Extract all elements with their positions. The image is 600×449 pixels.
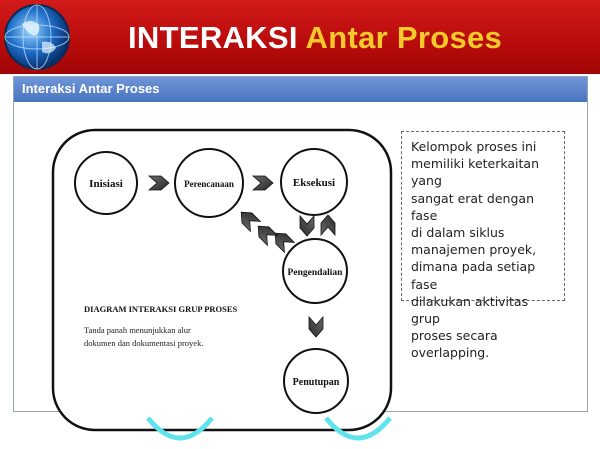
chevron-arrow-icon	[308, 315, 324, 338]
node-perencanaan: Perencanaan	[174, 148, 244, 218]
chevron-arrow-icon	[257, 225, 279, 247]
node-inisiasi: Inisiasi	[74, 151, 138, 215]
description-line: memiliki keterkaitan yang	[411, 156, 539, 189]
node-label: Eksekusi	[293, 177, 335, 189]
diagram-caption-line-2: dokumen dan dokumentasi proyek.	[84, 338, 203, 348]
description-line: dimana pada setiap fase	[411, 259, 536, 292]
globe-icon	[4, 4, 70, 70]
diagram-caption-title: DIAGRAM INTERAKSI GRUP PROSES	[84, 304, 238, 314]
description-box: Kelompok proses ini memiliki keterkaitan…	[401, 131, 565, 360]
diagram-caption-line-1: Tanda panah menunjukkan alur	[84, 325, 191, 335]
chevron-arrow-icon	[240, 211, 262, 233]
page-title: INTERAKSI Antar Proses	[128, 20, 502, 56]
node-penutupan: Penutupan	[283, 348, 349, 414]
description-line: di dalam siklus	[411, 225, 505, 241]
chevron-arrow-icon	[251, 175, 274, 191]
panel-header: Interaksi Antar Proses	[14, 77, 587, 102]
node-label: Penutupan	[293, 377, 340, 388]
node-pengendalian: Pengendalian	[282, 238, 348, 304]
node-eksekusi: Eksekusi	[280, 148, 348, 216]
description-line: proses secara	[411, 328, 498, 344]
description-text: Kelompok proses ini memiliki keterkaitan…	[411, 138, 558, 362]
description-line: Kelompok proses ini	[411, 139, 537, 154]
title-word-2: Antar Proses	[305, 20, 503, 55]
node-label: Pengendalian	[288, 268, 344, 278]
description-line: manajemen proyek,	[411, 242, 537, 258]
decorative-arc	[324, 416, 392, 441]
chevron-arrow-icon	[320, 214, 336, 237]
chevron-arrow-icon	[299, 214, 315, 237]
description-line: dilakukan aktivitas grup	[411, 293, 529, 327]
title-banner: INTERAKSI Antar Proses	[0, 0, 600, 74]
chevron-arrow-icon	[147, 175, 170, 191]
chevron-arrow-icon	[274, 232, 296, 254]
description-line: sangat erat dengan fase	[411, 190, 534, 223]
panel-header-title: Interaksi Antar Proses	[22, 81, 160, 96]
node-label: Perencanaan	[184, 179, 234, 189]
decorative-arc	[146, 416, 214, 441]
description-line: overlapping.	[411, 345, 490, 361]
node-label: Inisiasi	[89, 178, 123, 190]
title-word-1: INTERAKSI	[128, 20, 306, 55]
